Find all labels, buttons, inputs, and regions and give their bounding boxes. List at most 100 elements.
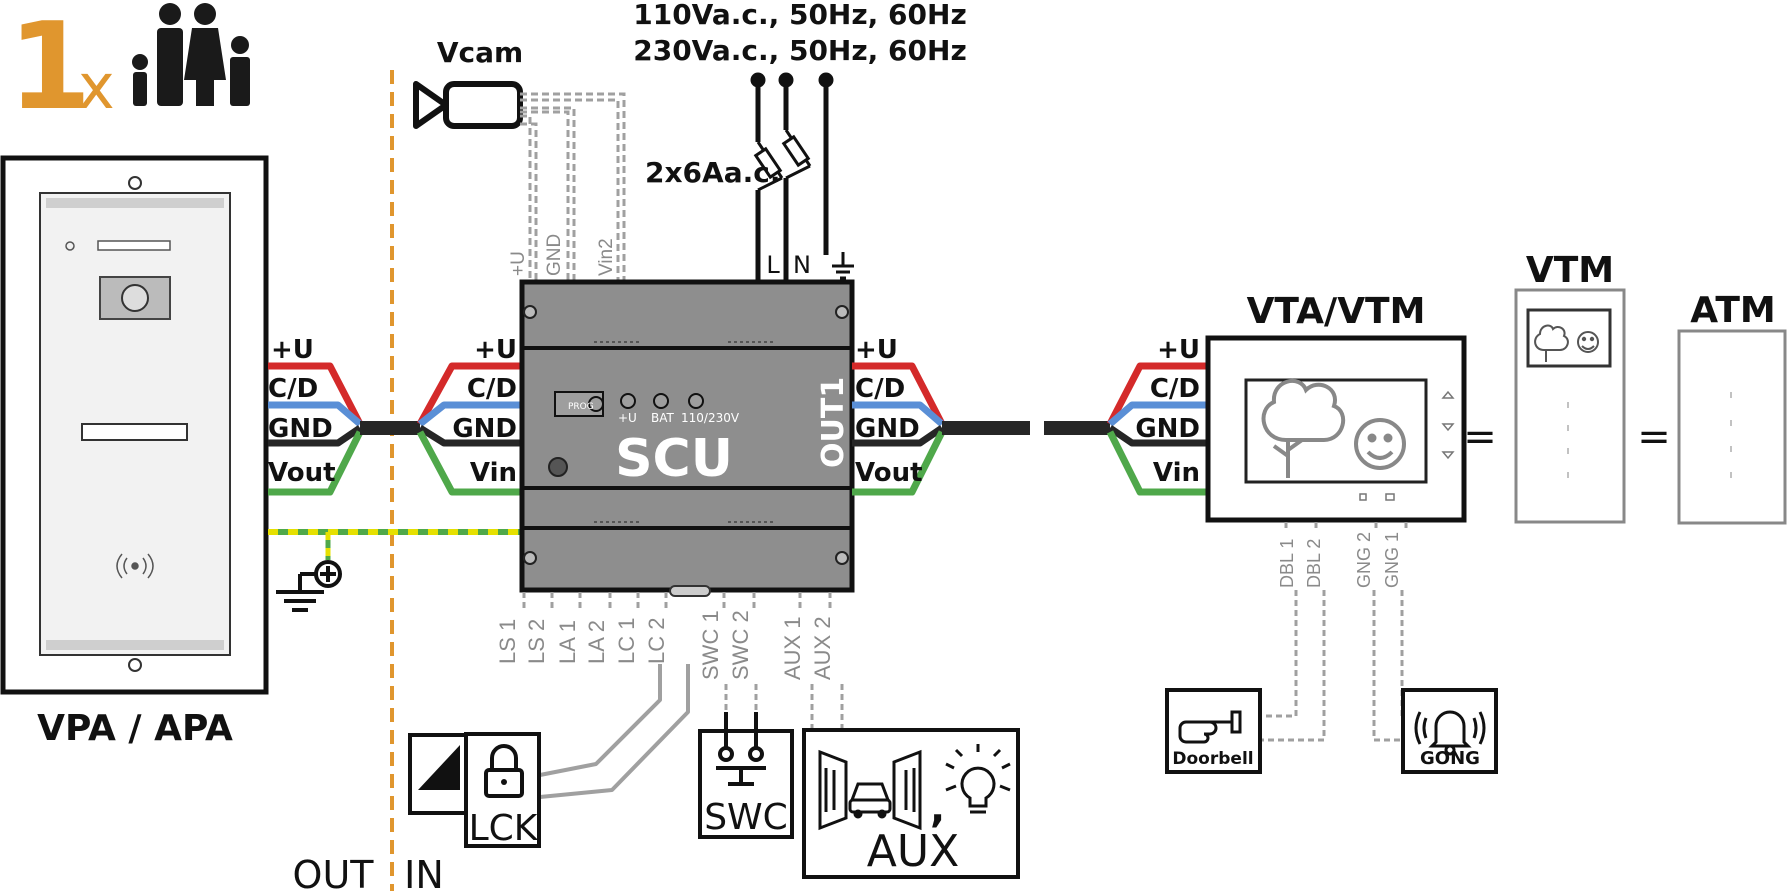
doorbell-label: Doorbell: [1172, 749, 1253, 769]
mon-label-gnd: GND: [1135, 414, 1200, 444]
atm-label: ATM: [1690, 290, 1775, 331]
fuse-label: 2x6Aa.c.: [645, 156, 780, 189]
smiley-icon: [1354, 418, 1406, 470]
scu-terminal-label: LC 2: [644, 618, 669, 664]
scu-input-wires: [386, 362, 522, 496]
led-plus-u: [620, 393, 636, 409]
mon-label-plus-u: +U: [1157, 335, 1200, 365]
scu-label: SCU: [615, 429, 733, 489]
doorbell-icon: [1178, 710, 1242, 744]
monitor-terminal-label: GNG 2: [1354, 532, 1374, 588]
scu-terminal-label: LS 1: [495, 619, 520, 664]
name-tag: [81, 423, 188, 441]
bell-icon: [1414, 710, 1486, 756]
atm-device: [1677, 329, 1787, 525]
earth-terminal-icon: [832, 252, 854, 280]
screw-icon: [128, 658, 142, 672]
mains-wires: [750, 72, 834, 280]
scu-in-label-gnd: GND: [452, 414, 517, 444]
count-number: 1: [8, 0, 92, 137]
scu-terminal-label: LA 2: [584, 620, 609, 664]
scu-terminal-label: SWC 2: [728, 610, 753, 680]
wire-label-cd: C/D: [268, 374, 318, 404]
out-label-cd: C/D: [855, 374, 905, 404]
camera-wire-label: +U: [508, 251, 529, 276]
screw-icon: [548, 457, 568, 477]
out-label-plus-u: +U: [855, 335, 898, 365]
mon-label-vin: Vin: [1153, 458, 1200, 488]
scu-terminal-label: LS 2: [524, 619, 549, 664]
monitor-terminal-label: DBL 2: [1304, 539, 1324, 588]
monitor-device: [1205, 335, 1467, 523]
panel-label: VPA / APA: [37, 708, 233, 749]
padlock-icon: [484, 744, 524, 798]
fuse-icon: [753, 129, 812, 192]
family-icon: [132, 3, 250, 106]
wire-label-gnd: GND: [268, 414, 333, 444]
screw-icon: [835, 551, 849, 565]
camera-wire-label: GND: [544, 234, 565, 276]
scu-out1-label: OUT1: [816, 377, 851, 468]
camera-wire-label: Vin2: [596, 238, 617, 276]
lock-device: [408, 732, 541, 848]
equals-sign: =: [1637, 414, 1671, 460]
aux-wires: [810, 684, 844, 728]
screw-icon: [523, 551, 537, 565]
vtm-device: [1514, 288, 1626, 524]
monitor-terminal-labels: DBL 1 DBL 2 GNG 2 GNG 1: [1277, 532, 1402, 588]
gong-label: GONG: [1420, 748, 1480, 769]
lck-label: LCK: [469, 808, 539, 849]
gate-car-icon: [818, 749, 922, 831]
swc-label: SWC: [704, 797, 788, 838]
scu-terminal-label: LC 1: [614, 618, 639, 664]
scu-prog-label: PROG: [568, 402, 594, 412]
earth-wire: [268, 529, 520, 560]
screw-icon: [523, 305, 537, 319]
scu-mains-label: 110/230V: [681, 411, 740, 425]
camera-wire-labels: +U GND Vin2: [508, 234, 617, 276]
rfid-icon: [116, 553, 154, 579]
vtm-label: VTM: [1526, 250, 1614, 291]
scu-in-label-cd: C/D: [467, 374, 517, 404]
monitor-label: VTA/VTM: [1247, 291, 1426, 332]
terminal-n-label: N: [793, 251, 811, 279]
screw-icon: [128, 176, 142, 190]
scu-in-label-plus-u: +U: [474, 335, 517, 365]
led-mains: [688, 393, 704, 409]
camera-label: Vcam: [437, 36, 523, 69]
power-label-230: 230Va.c., 50Hz, 60Hz: [633, 34, 967, 67]
mon-label-cd: C/D: [1150, 374, 1200, 404]
led-bat: [653, 393, 669, 409]
scu-terminal-labels: LS 1 LS 2 LA 1 LA 2 LC 1 LC 2 SWC 1 SWC …: [495, 610, 835, 680]
equals-sign: =: [1463, 414, 1497, 460]
wire-label-plus-u: +U: [271, 335, 314, 365]
tree-icon: [1534, 324, 1569, 362]
scu-unit: [519, 279, 855, 597]
scu-in-label-vin: Vin: [470, 458, 517, 488]
terminal-l-label: L: [766, 251, 780, 279]
switch-icon: [716, 712, 766, 786]
boundary-out-label: OUT: [293, 853, 375, 891]
out-label-gnd: GND: [855, 414, 920, 444]
boundary-in-label: IN: [404, 853, 444, 891]
smiley-icon: [1577, 331, 1599, 353]
scu-terminal-wires: [522, 592, 832, 612]
camera-wires: [520, 92, 626, 280]
lightbulb-icon: [945, 744, 1011, 814]
door-panel: [0, 155, 269, 695]
panel-wires: [268, 362, 386, 496]
scu-bat-label: BAT: [651, 411, 675, 425]
scu-plus-u-label: +U: [618, 411, 637, 425]
scu-terminal-label: AUX 2: [810, 616, 835, 680]
aux-comma: ,: [930, 786, 945, 832]
count-multiplier: x: [78, 50, 115, 123]
monitor-terminal-label: GNG 1: [1382, 532, 1402, 588]
monitor-terminal-label: DBL 1: [1277, 539, 1297, 588]
scu-terminal-label: LA 1: [555, 620, 580, 664]
power-label-110: 110Va.c., 50Hz, 60Hz: [633, 0, 967, 31]
scu-terminal-label: AUX 1: [780, 616, 805, 680]
out1-wires: [852, 362, 1206, 496]
lock-wires: [539, 664, 690, 799]
camera-icon: [413, 81, 523, 129]
